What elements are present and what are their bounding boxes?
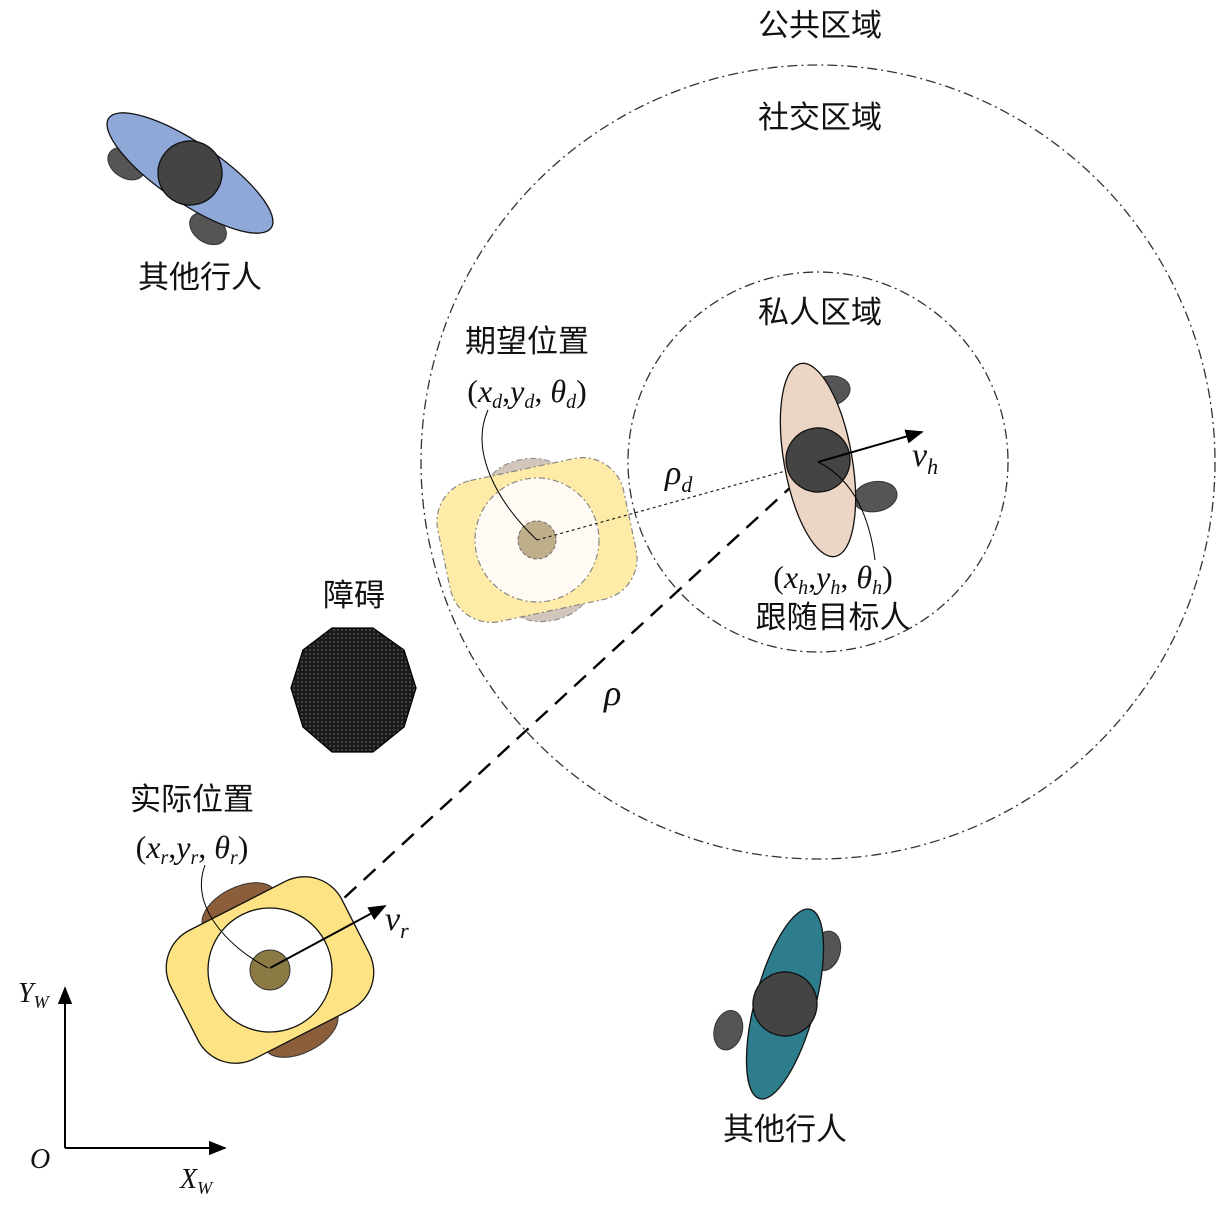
rho-line (267, 461, 819, 969)
other-pedestrian-bottom-label: 其他行人 (723, 1112, 847, 1148)
rho-label: ρ (603, 673, 621, 713)
social-zone-label: 社交区域 (758, 100, 882, 136)
public-zone-label: 公共区域 (758, 8, 882, 44)
desired-position-leader (481, 409, 538, 541)
actual-robot (165, 876, 375, 1064)
other-pedestrian-bottom (713, 908, 842, 1100)
other-pedestrian-top-label: 其他行人 (138, 260, 262, 296)
v-h-label: vh (912, 437, 938, 479)
actual-position-leader (200, 864, 269, 969)
v-r-arrow (269, 905, 387, 969)
obstacle-label: 障碍 (323, 578, 385, 614)
v-h-arrow (817, 429, 924, 463)
rho-d-line (536, 461, 819, 541)
social-zone-circle (420, 64, 1216, 860)
x-axis-label: XW (179, 1164, 214, 1198)
obstacle-shape (290, 627, 417, 753)
desired-position-label: 期望位置 (465, 324, 589, 360)
target-person (779, 362, 898, 558)
origin-label: O (30, 1144, 50, 1175)
other-pedestrian-top (106, 112, 274, 246)
target-position-leader (817, 461, 876, 561)
private-zone-label: 私人区域 (758, 295, 882, 331)
desired-position-coords: (xd,yd, θd) (467, 373, 586, 413)
target-position-coords: (xh,yh, θh) (773, 559, 892, 599)
actual-position-label: 实际位置 (130, 782, 254, 818)
target-person-label: 跟随目标人 (756, 600, 911, 636)
v-r-label: vr (385, 901, 409, 943)
y-axis-label: YW (18, 978, 51, 1012)
rho-d-label: ρd (664, 455, 693, 497)
actual-position-coords: (xr,yr, θr) (136, 829, 249, 869)
private-zone-circle (627, 271, 1009, 653)
